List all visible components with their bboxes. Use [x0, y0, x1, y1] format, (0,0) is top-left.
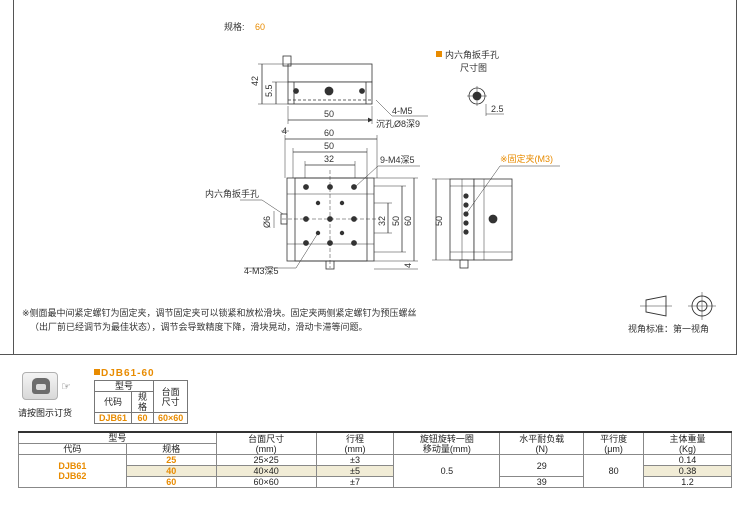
knob-cell: 0.5 — [393, 454, 501, 488]
screw-4m3: 4-M3深5 — [244, 266, 279, 276]
weight-cell: 0.38 — [643, 465, 732, 477]
size-cell: 25×25 — [215, 454, 317, 466]
header-code: 代码 — [18, 443, 127, 455]
header-parallel: 平行度(μm) — [583, 431, 645, 455]
side-view — [258, 55, 428, 124]
dim-4-bottom: 4 — [403, 263, 413, 268]
header-parallel-unit: (μm) — [604, 443, 623, 454]
dim-4-top: 4 — [282, 126, 287, 136]
header-spec: 规格 — [125, 443, 217, 455]
screw-4m5: 4-M5 — [392, 106, 413, 116]
parallel-cell: 80 — [583, 454, 645, 488]
header-knob-unit: 移动量(mm) — [422, 443, 471, 454]
dim-50-right: 50 — [434, 216, 444, 226]
spec-cell: 25 — [125, 454, 217, 466]
right-view — [432, 165, 560, 269]
order-header-spec: 规格 — [131, 391, 155, 413]
dim-50-side: 50 — [324, 109, 334, 119]
pointing-hand-icon: ☞ — [61, 381, 71, 393]
hex-hole-title: 内六角扳手孔 — [445, 49, 499, 60]
order-header-size: 台面尺寸 — [153, 380, 189, 413]
header-load: 水平耐负载(N) — [499, 431, 585, 455]
spec-cell: 60 — [125, 476, 217, 488]
header-parallel-label: 平行度 — [600, 433, 628, 444]
header-model: 型号 — [18, 431, 217, 444]
order-header-code: 代码 — [93, 391, 133, 413]
order-size: 60×60 — [153, 412, 189, 424]
table-row: 40 40×40 ±5 0.38 — [19, 465, 732, 477]
header-knob: 旋钮旋转一圈移动量(mm) — [393, 431, 501, 455]
projection-symbol — [640, 292, 716, 320]
screw-9m4: 9-M4深5 — [380, 155, 415, 165]
dim-32-vertical: 32 — [377, 216, 387, 226]
size-cell: 60×60 — [215, 476, 317, 488]
header-stroke: 行程(mm) — [315, 431, 395, 455]
code-djb61: DJB61 — [58, 461, 87, 471]
dim-32: 32 — [324, 154, 334, 164]
header-knob-label: 旋钮旋转一圈 — [419, 433, 474, 444]
dim-phi6: Ø6 — [262, 216, 272, 228]
spec-label: 规格: — [224, 21, 245, 32]
header-table-size-label: 台面尺寸 — [248, 433, 285, 444]
order-header-model: 型号 — [93, 380, 155, 392]
size-cell: 40×40 — [215, 465, 317, 477]
series-title-text: DJB61-60 — [101, 368, 155, 379]
header-weight: 主体重量(Kg) — [643, 431, 732, 455]
drawing-frame-left — [0, 0, 14, 355]
header-load-unit: (N) — [535, 443, 548, 454]
hex-hole-detail — [467, 86, 504, 116]
header-stroke-label: 行程 — [345, 433, 364, 444]
code-djb62: DJB62 — [58, 471, 87, 481]
order-code: DJB61 — [93, 412, 133, 424]
dim-5-5: 5.5 — [264, 84, 274, 97]
stroke-cell: ±7 — [315, 476, 395, 488]
top-view — [240, 130, 420, 270]
spec-cell: 40 — [125, 465, 217, 477]
dim-2-5: 2.5 — [491, 104, 504, 114]
spec-value: 60 — [255, 22, 265, 32]
header-stroke-unit: (mm) — [344, 443, 366, 454]
dim-50-vertical: 50 — [391, 216, 401, 226]
header-load-label: 水平耐负载 — [519, 433, 565, 444]
order-example-table: 型号 台面尺寸 代码 规格 DJB61 60 60×60 — [93, 380, 189, 424]
counterbore-label: 沉孔Ø8深9 — [376, 119, 420, 129]
note-line-2: （出厂前已经调节为最佳状态），调节会导致精度下降，滑块晃动，滑动卡滞等问题。 — [30, 321, 368, 332]
spec-table: 型号 台面尺寸(mm) 行程(mm) 旋钮旋转一圈移动量(mm) 水平耐负载(N… — [18, 431, 732, 488]
header-table-size: 台面尺寸(mm) — [215, 431, 317, 455]
note-line-1: ※侧面最中间紧定螺钉为固定夹，调节固定夹可以锁紧和放松滑块。固定夹两侧紧定螺钉为… — [22, 307, 417, 318]
order-caption: 请按图示订货 — [18, 408, 73, 418]
series-title: DJB61-60 — [94, 368, 155, 379]
header-weight-label: 主体重量 — [669, 433, 706, 444]
stroke-cell: ±5 — [315, 465, 395, 477]
table-row: 60 60×60 ±7 39 1.2 — [19, 476, 732, 488]
load-cell-shared: 29 — [499, 454, 585, 477]
stroke-cell: ±3 — [315, 454, 395, 466]
dim-50: 50 — [324, 141, 334, 151]
hex-key-label: 内六角扳手孔 — [205, 188, 259, 199]
weight-cell: 0.14 — [643, 454, 732, 466]
load-cell: 39 — [499, 476, 585, 488]
hex-hole-subtitle: 尺寸图 — [460, 62, 487, 73]
order-spec: 60 — [131, 412, 155, 424]
header-weight-unit: (Kg) — [679, 443, 697, 454]
projection-label: 视角标准：第一视角 — [628, 323, 709, 334]
header-table-size-unit: (mm) — [255, 443, 277, 454]
phone-icon — [22, 372, 58, 400]
weight-cell: 1.2 — [643, 476, 732, 488]
technical-drawing: 规格: 60 42 5.5 50 4-M5 — [22, 21, 716, 334]
clamp-label: ※固定夹(M3) — [500, 153, 553, 164]
dim-60: 60 — [324, 128, 334, 138]
dim-42: 42 — [250, 76, 260, 86]
drawing-frame — [0, 0, 737, 355]
dim-60-vertical: 60 — [403, 216, 413, 226]
